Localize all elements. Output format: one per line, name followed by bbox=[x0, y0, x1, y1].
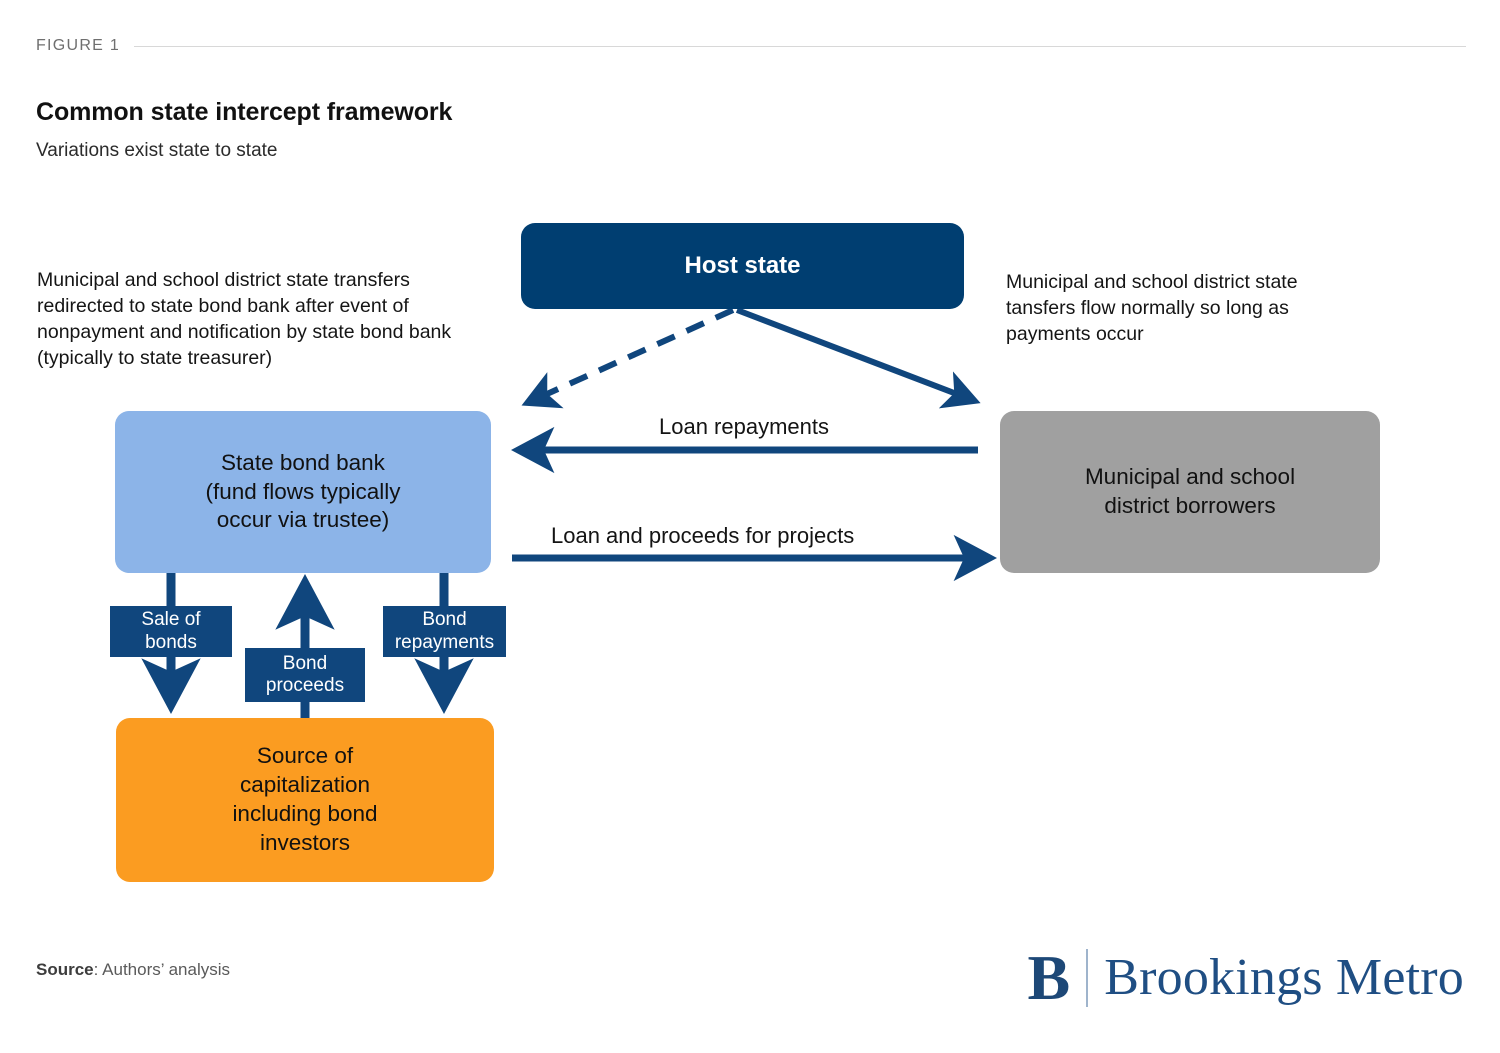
node-state-bond-bank[interactable]: State bond bank (fund flows typically oc… bbox=[115, 411, 491, 573]
brookings-metro-logo: B Brookings Metro bbox=[1028, 944, 1464, 1012]
logo-wordmark: Brookings Metro bbox=[1104, 949, 1464, 1006]
brookings-b-mark-icon: B bbox=[1027, 942, 1071, 1013]
header-divider-rule bbox=[134, 45, 1466, 47]
figure-number-label: FIGURE 1 bbox=[36, 37, 121, 54]
annotation-left-intercept: Municipal and school district state tran… bbox=[37, 269, 452, 369]
flow-label-bond-repayments: Bond repayments bbox=[383, 606, 506, 657]
arrow-host-to-bond-bank-dashed bbox=[521, 307, 735, 409]
source-note: Source: Authors’ analysis bbox=[36, 960, 230, 980]
page-subtitle: Variations exist state to state bbox=[36, 140, 278, 161]
node-source-of-capitalization[interactable]: Source of capitalization including bond … bbox=[116, 718, 494, 882]
logo-divider bbox=[1086, 949, 1089, 1007]
node-municipal-school-district-borrowers[interactable]: Municipal and school district borrowers bbox=[1000, 411, 1380, 573]
flow-label-bond-proceeds: Bond proceeds bbox=[245, 648, 365, 702]
annotation-right-normal-flow: Municipal and school district state tans… bbox=[1006, 271, 1298, 345]
source-note-text: : Authors’ analysis bbox=[93, 960, 231, 979]
figure-header: FIGURE 1 bbox=[36, 34, 1466, 58]
arrow-host-to-borrowers bbox=[735, 307, 981, 409]
flow-label-sale-of-bonds: Sale of bonds bbox=[110, 606, 232, 657]
flow-label-loan-repayments: Loan repayments bbox=[659, 414, 829, 439]
node-host-state[interactable]: Host state bbox=[521, 223, 964, 309]
flow-label-loan-and-proceeds: Loan and proceeds for projects bbox=[551, 523, 855, 548]
page-title: Common state intercept framework bbox=[36, 98, 453, 126]
source-note-label: Source bbox=[36, 960, 94, 979]
